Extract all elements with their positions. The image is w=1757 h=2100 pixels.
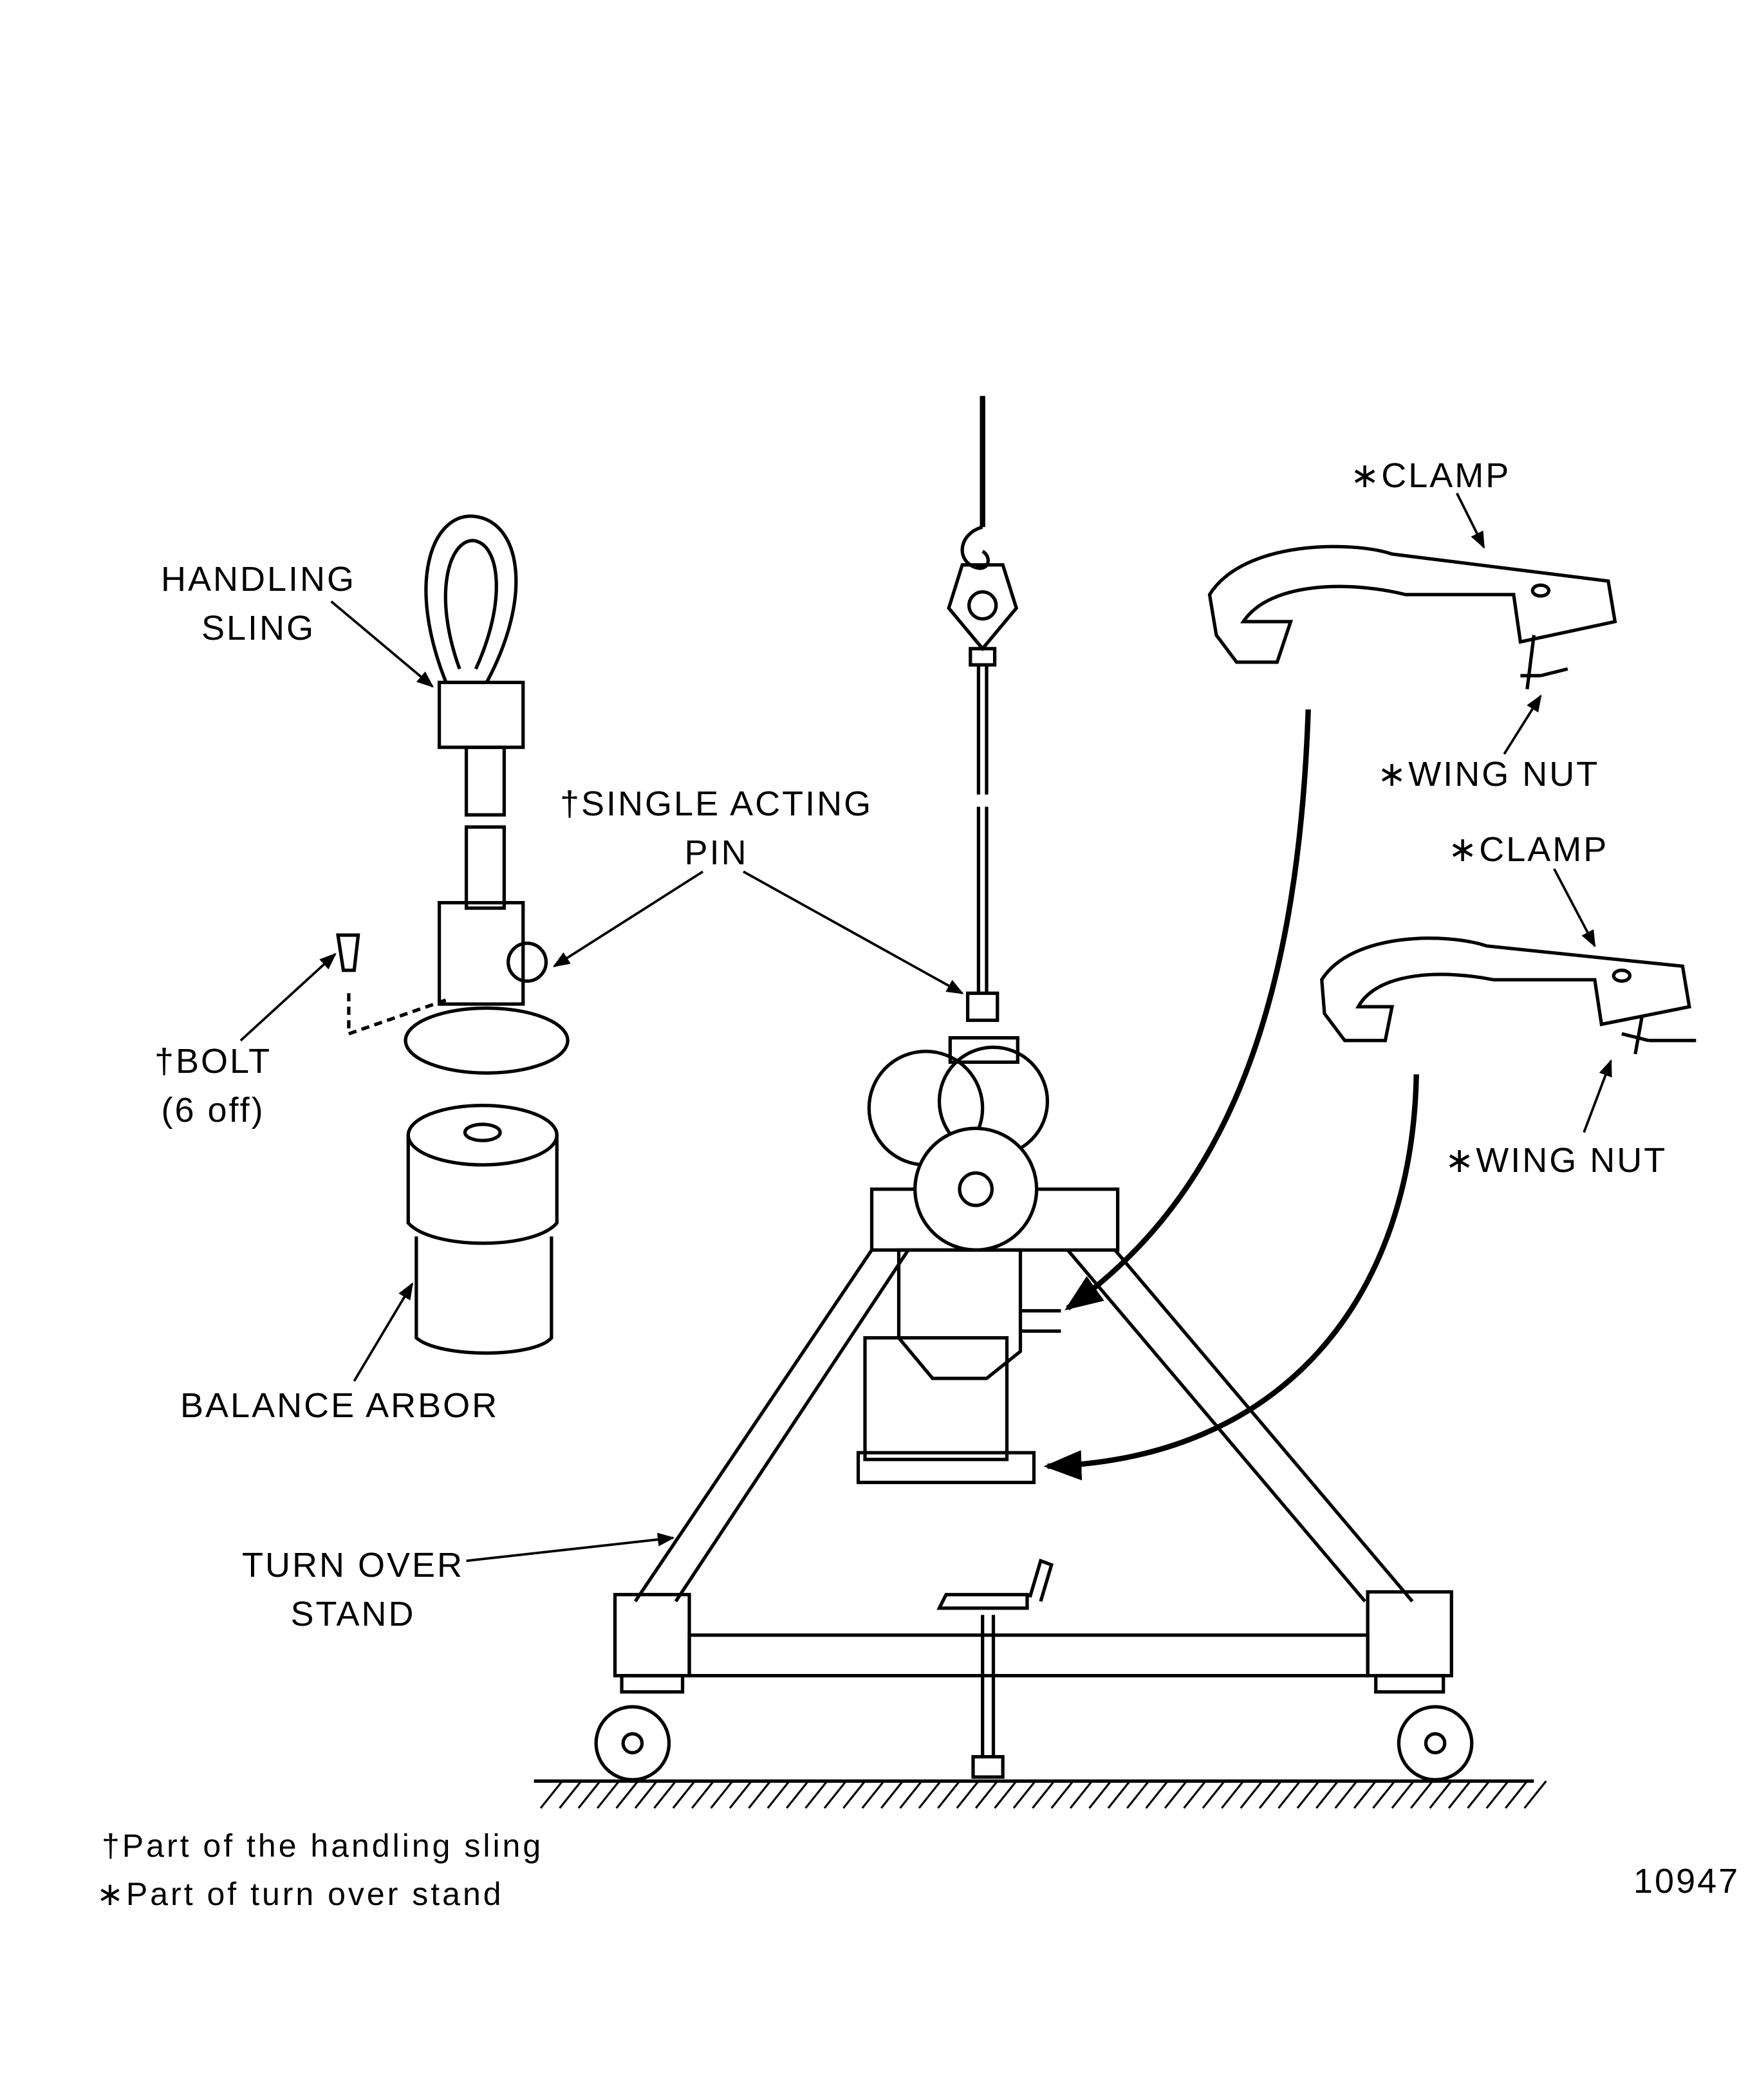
bolt-label: †BOLT (6 off) — [154, 1044, 272, 1128]
single-acting-pin-label-line2: PIN — [684, 833, 748, 872]
turn-over-stand-label-line2: STAND — [290, 1595, 416, 1633]
handling-sling-label: HANDLING SLING — [161, 562, 356, 646]
bolt-label-line2: (6 off) — [161, 1091, 265, 1129]
ground-hatching — [534, 1779, 1547, 1809]
figure-number: 10947 — [1633, 1862, 1740, 1900]
clamp-top — [1207, 544, 1617, 690]
wing-nut-top-label: ∗WING NUT — [1377, 755, 1600, 794]
footnote-turn-over-stand: ∗Part of turn over stand — [97, 1876, 504, 1912]
balance-arbor-label: BALANCE ARBOR — [180, 1386, 499, 1425]
turn-over-stand-label-line1: TURN OVER — [242, 1546, 465, 1584]
single-acting-pin-label: †SINGLE ACTING PIN — [560, 786, 873, 870]
lifting-cable — [947, 396, 1019, 1022]
footnote-handling-sling: †Part of the handling sling — [102, 1828, 544, 1864]
clamp-bottom — [1320, 936, 1697, 1055]
turn-over-stand — [594, 1036, 1474, 1781]
bolt-label-line1: †BOLT — [154, 1042, 272, 1081]
turn-over-stand-label: TURN OVER STAND — [242, 1548, 464, 1631]
leader-arrows — [239, 492, 1612, 1563]
handling-sling-label-line2: SLING — [201, 609, 316, 647]
clamp-top-label: ∗CLAMP — [1350, 456, 1511, 495]
handling-sling-label-line1: HANDLING — [161, 560, 357, 599]
wing-nut-bottom-label: ∗WING NUT — [1445, 1141, 1668, 1180]
single-acting-pin-label-line1: †SINGLE ACTING — [560, 785, 873, 823]
clamp-bottom-label: ∗CLAMP — [1448, 830, 1609, 869]
balance-arbor — [406, 1103, 559, 1355]
handling-sling — [336, 514, 570, 1075]
